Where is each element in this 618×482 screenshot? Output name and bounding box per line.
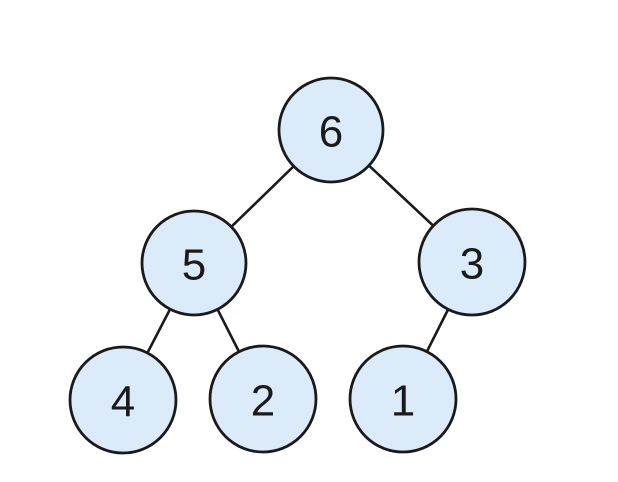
tree-node-4: 4 <box>68 345 178 455</box>
node-circle <box>140 209 248 317</box>
tree-node-6: 6 <box>277 76 385 184</box>
node-label: 3 <box>460 240 484 289</box>
node-label: 1 <box>391 377 415 426</box>
tree-node-3: 3 <box>417 207 527 317</box>
tree-node-1: 1 <box>348 344 458 454</box>
node-circle <box>348 344 458 454</box>
node-circle <box>277 76 385 184</box>
node-circle <box>417 207 527 317</box>
tree-node-2: 2 <box>208 344 318 454</box>
node-circle <box>68 345 178 455</box>
node-label: 2 <box>251 377 275 426</box>
node-label: 5 <box>182 241 206 290</box>
node-label: 6 <box>319 108 343 157</box>
nodes-layer: 6 5 3 4 2 1 <box>68 76 527 455</box>
tree-node-5: 5 <box>140 209 248 317</box>
node-circle <box>208 344 318 454</box>
node-label: 4 <box>111 378 135 427</box>
